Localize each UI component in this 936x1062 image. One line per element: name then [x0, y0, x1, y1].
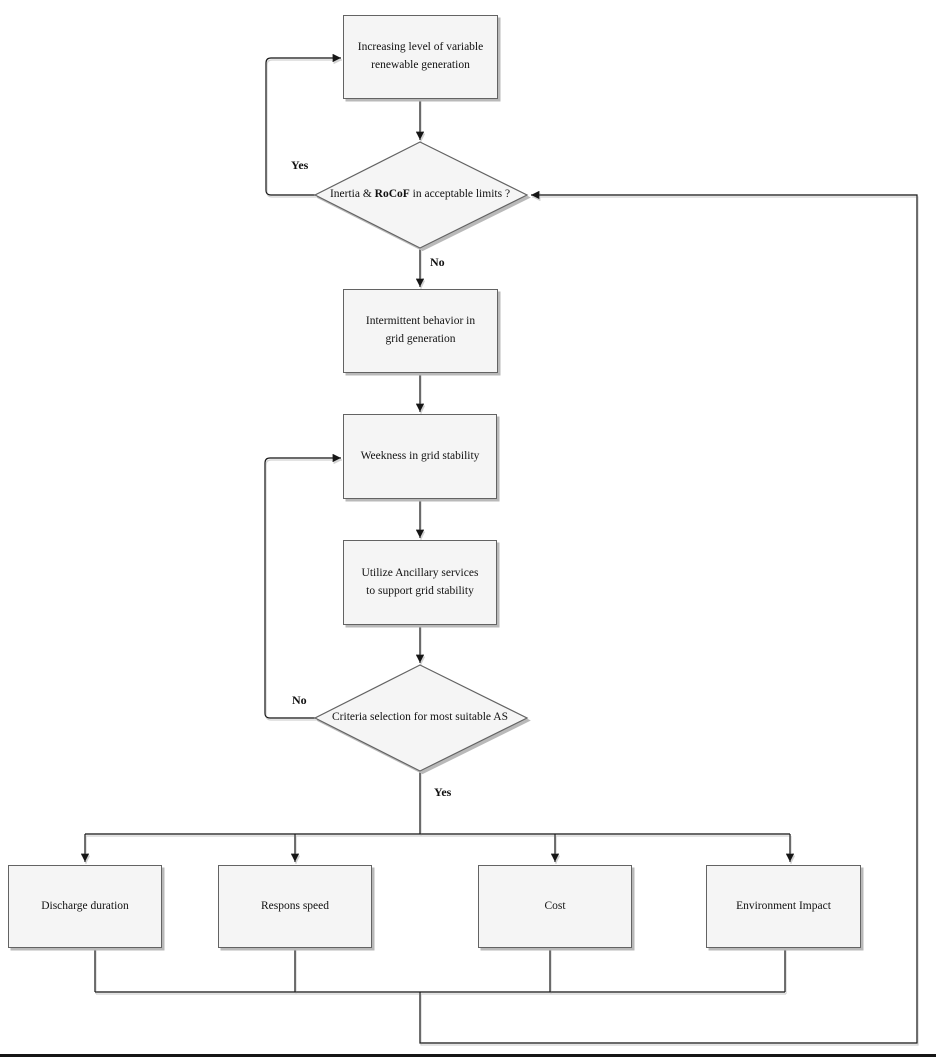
node-environment-impact: Environment Impact [706, 865, 861, 948]
decision-diamond-criteria [313, 664, 529, 772]
edge-inertia-yes-loop [265, 53, 341, 196]
node-increasing-renewables: Increasing level of variable renewable g… [343, 15, 498, 99]
edge-label-inertia-no: No [430, 255, 445, 269]
node-cost: Cost [478, 865, 632, 948]
node-label: Discharge duration [41, 899, 129, 912]
node-label: Weekness in grid stability [360, 449, 480, 462]
node-label: Respons speed [260, 899, 330, 912]
node-intermittent-behavior: Intermittent behavior in grid generation [343, 289, 498, 373]
decision-diamond-inertia [313, 141, 529, 249]
node-label: Environment Impact [736, 899, 831, 912]
node-ancillary-services: Utilize Ancillary services to support gr… [343, 540, 497, 625]
edge-label-inertia-yes: Yes [291, 158, 309, 172]
node-response-speed: Respons speed [218, 865, 372, 948]
bottom-divider [0, 1054, 936, 1057]
node-label: Increasing level of variable renewable g… [357, 41, 484, 71]
node-label: Utilize Ancillary services to support gr… [361, 566, 479, 597]
node-grid-weakness: Weekness in grid stability [343, 414, 497, 499]
node-label: Intermittent behavior in grid generation [365, 315, 476, 345]
edge-label-criteria-no: No [292, 693, 307, 707]
node-discharge-duration: Discharge duration [8, 865, 162, 948]
edge-label-criteria-yes: Yes [434, 785, 452, 799]
node-label: Cost [544, 899, 566, 912]
edge-feedback-return [419, 190, 918, 1044]
edge-criteria-no-loop [264, 453, 341, 719]
